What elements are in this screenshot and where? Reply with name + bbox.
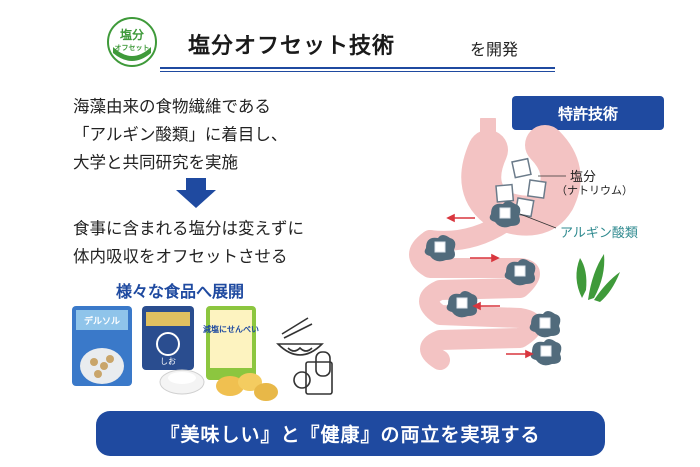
product-1-label: デルソル — [84, 315, 120, 327]
salt-sub-label: （ナトリウム） — [556, 184, 633, 197]
product-3-label: 減塩にせんべい — [203, 324, 259, 334]
product-3-crackers: 減塩にせんべい — [203, 306, 278, 401]
logo-line2: オフセット — [115, 44, 150, 52]
title-underline-thin — [160, 71, 555, 72]
research-line-3: 大学と共同研究を実施 — [73, 153, 238, 172]
product-images: デルソル しお 減塩にせんべい — [70, 304, 340, 404]
research-line-2: 「アルギン酸類」に着目し、 — [73, 125, 288, 144]
digestive-illustration — [400, 112, 700, 378]
logo-line1: 塩分 — [120, 27, 144, 42]
salt-label: 塩分 — [570, 170, 597, 185]
page-title: 塩分オフセット技術 — [188, 34, 396, 59]
product-2-label: しお — [160, 357, 176, 366]
effect-line-1: 食事に含まれる塩分は変えずに — [73, 219, 304, 238]
products-subheading: 様々な食品へ展開 — [116, 282, 245, 301]
research-description: 海藻由来の食物繊維である 「アルギン酸類」に着目し、 大学と共同研究を実施 — [73, 93, 287, 177]
product-1-package: デルソル — [72, 306, 132, 386]
seaweed-icon — [576, 254, 620, 302]
food-line-icons — [276, 317, 333, 395]
product-2-salt-bag: しお — [142, 306, 205, 395]
alginate-leader-line — [519, 213, 557, 229]
tagline-banner: 『美味しい』と『健康』の両立を実現する — [96, 411, 605, 456]
title-underline — [160, 67, 555, 69]
movement-arrows — [446, 213, 534, 359]
alginate-salt-complexes — [424, 201, 562, 366]
effect-description: 食事に含まれる塩分は変えずに 体内吸収をオフセットさせる — [73, 215, 304, 271]
salt-offset-logo: 塩分 オフセット — [107, 17, 157, 67]
down-arrow-icon — [176, 178, 216, 212]
patent-technology-badge: 特許技術 — [512, 96, 664, 130]
alginate-label: アルギン酸類 — [560, 226, 638, 241]
effect-line-2: 体内吸収をオフセットさせる — [73, 247, 288, 266]
stomach-shape — [409, 112, 581, 370]
research-line-1: 海藻由来の食物繊維である — [73, 97, 271, 116]
page-title-suffix: を開発 — [470, 40, 519, 59]
